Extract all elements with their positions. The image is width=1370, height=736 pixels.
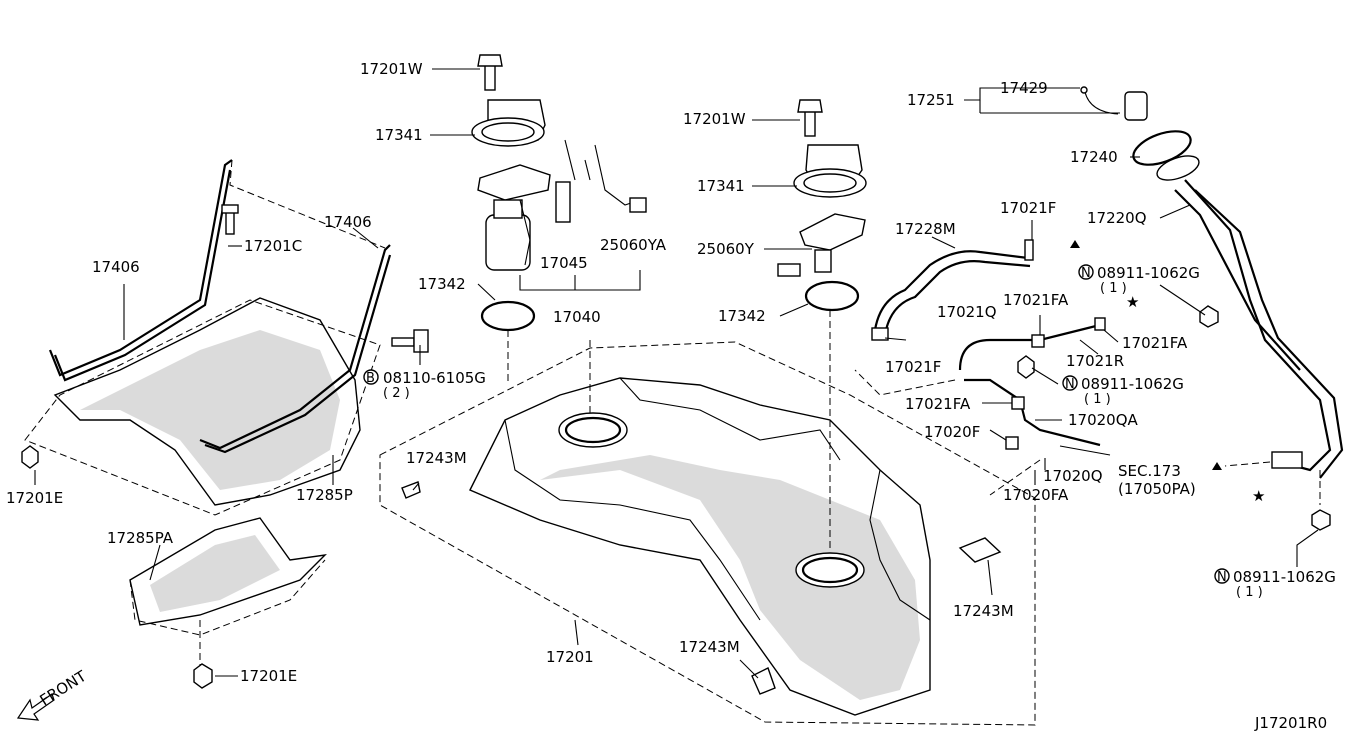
- triangle-marker-icon: [1212, 462, 1222, 470]
- callout-17285P: 17285P: [296, 486, 353, 504]
- vent-hose-17021Q: [854, 317, 1106, 496]
- nut-17201E-left-icon: [21, 445, 39, 469]
- callout-17045: 17045: [540, 254, 588, 272]
- nut-17201E-bottom-icon: [193, 663, 213, 689]
- callout-17341: 17341: [697, 177, 745, 195]
- callout-17406: 17406: [92, 258, 140, 276]
- heat-shield-17285PA: [129, 517, 327, 665]
- leader-lines: [34, 68, 1319, 679]
- callout-17020F: 17020F: [924, 423, 980, 441]
- callout-08911-1062G: 08911-1062G: [1097, 264, 1200, 282]
- callout-17021Q: 17021Q: [937, 303, 997, 321]
- callout-17201C: 17201C: [244, 237, 302, 255]
- front-arrow-icon: [16, 693, 55, 721]
- callout-17201W: 17201W: [683, 110, 746, 128]
- star-marker-icon: ★: [1252, 487, 1265, 505]
- callout-17021FA: 17021FA: [905, 395, 971, 413]
- triangle-marker-icon: [1070, 240, 1080, 248]
- star-marker-icon: ★: [1126, 293, 1139, 311]
- bolt-08110-6105G-icon: [391, 329, 429, 353]
- callout-qty: ( 2 ): [383, 386, 410, 401]
- callout-17243M: 17243M: [406, 449, 467, 467]
- callout-17342: 17342: [718, 307, 766, 325]
- callout-17201: 17201: [546, 648, 594, 666]
- callout-08911-1062G: 08911-1062G: [1233, 568, 1336, 586]
- nut-prefix: N: [1217, 570, 1227, 585]
- callout-17429: 17429: [1000, 79, 1048, 97]
- callout-17201E: 17201E: [6, 489, 63, 507]
- callout-17021FA: 17021FA: [1003, 291, 1069, 309]
- diagram-id: J17201R0: [1254, 714, 1327, 732]
- callout-08110-6105G: 08110-6105G: [383, 369, 486, 387]
- callout-17201E: 17201E: [240, 667, 297, 685]
- hose-17228M: [873, 239, 1034, 336]
- callout-17251: 17251: [907, 91, 955, 109]
- callout-08911-1062G: 08911-1062G: [1081, 375, 1184, 393]
- fuel-sender-25060Y: [777, 99, 867, 550]
- callout-17020Q: 17020Q: [1043, 467, 1103, 485]
- nut-prefix: N: [1081, 266, 1091, 281]
- callout-17050PA: (17050PA): [1118, 480, 1196, 498]
- callout-25060YA: 25060YA: [600, 236, 667, 254]
- callout-17020FA: 17020FA: [1003, 486, 1069, 504]
- bolt-prefix: B: [366, 371, 375, 386]
- callout-17021R: 17021R: [1066, 352, 1124, 370]
- bolt-prefix-icon: [363, 369, 379, 385]
- callout-17342: 17342: [418, 275, 466, 293]
- nut-prefix: N: [1065, 377, 1075, 392]
- tank-straps-17406: [48, 159, 392, 454]
- nut-prefix-icon: [1062, 375, 1078, 391]
- nut-prefix-icon: [1078, 264, 1094, 280]
- fuel-cap-17251: [1080, 86, 1148, 121]
- callout-17021F: 17021F: [885, 358, 941, 376]
- labels: 17201W 17341 17406 17406 17201C 17045 25…: [6, 60, 1336, 732]
- nut-prefix-icon: [1214, 568, 1230, 584]
- heat-shield-17285P: [24, 297, 381, 516]
- callout-17201W: 17201W: [360, 60, 423, 78]
- callout-25060Y: 25060Y: [697, 240, 755, 258]
- front-label: FRONT: [37, 667, 91, 710]
- callout-sec-173: SEC.173: [1118, 462, 1181, 480]
- fuel-tank-17201: [379, 341, 1036, 726]
- callout-17021FA: 17021FA: [1122, 334, 1188, 352]
- callout-qty: ( 1 ): [1084, 392, 1111, 407]
- callout-qty: ( 1 ): [1236, 585, 1263, 600]
- callout-17021F: 17021F: [1000, 199, 1056, 217]
- bolt-17201C-icon: [221, 204, 239, 235]
- callout-17040: 17040: [553, 308, 601, 326]
- fuel-pump-17040: [471, 54, 647, 415]
- callout-17240: 17240: [1070, 148, 1118, 166]
- filler-tube-17220Q: [1132, 130, 1344, 531]
- callout-17228M: 17228M: [895, 220, 956, 238]
- callout-17285PA: 17285PA: [107, 529, 174, 547]
- callout-17406: 17406: [324, 213, 372, 231]
- callout-17220Q: 17220Q: [1087, 209, 1147, 227]
- callout-17243M: 17243M: [679, 638, 740, 656]
- callout-17020QA: 17020QA: [1068, 411, 1139, 429]
- callout-qty: ( 1 ): [1100, 281, 1127, 296]
- callout-17243M: 17243M: [953, 602, 1014, 620]
- callout-17341: 17341: [375, 126, 423, 144]
